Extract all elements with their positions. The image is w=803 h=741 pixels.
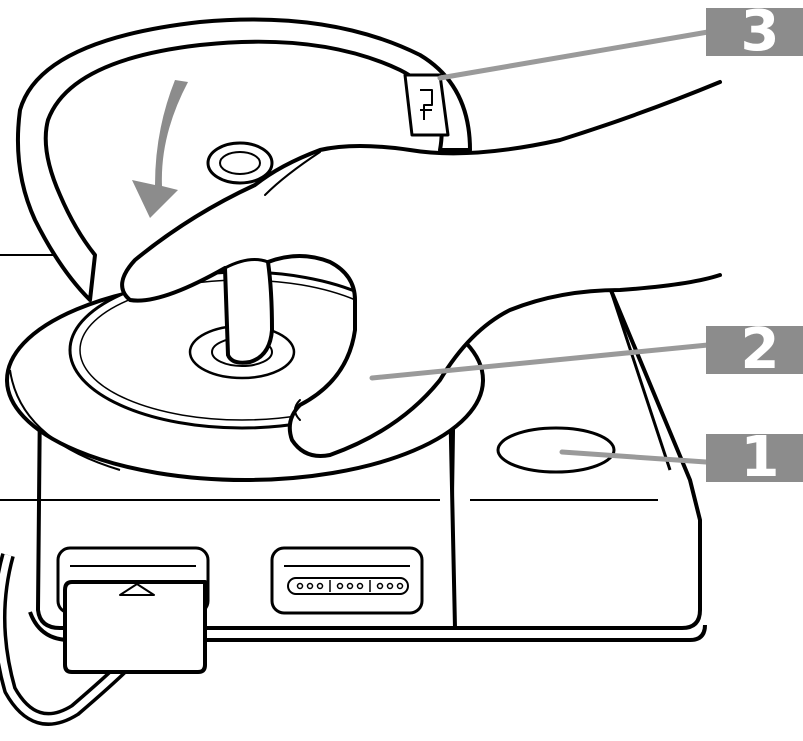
callout-3-label: 3 (741, 0, 780, 64)
leader-line-2 (369, 342, 711, 381)
callout-3-box (706, 8, 803, 56)
callout-1: 1 (706, 425, 803, 490)
leader-line-1 (559, 449, 709, 465)
callout-2: 2 (706, 317, 803, 382)
leader-line-3 (437, 29, 711, 81)
callout-2-label: 2 (741, 317, 780, 382)
callout-1-box (706, 434, 803, 482)
reset-button (496, 426, 616, 474)
leader-lines (369, 29, 711, 465)
hand-illustration (120, 80, 722, 458)
callout-2-box (706, 326, 803, 374)
callout-3: 3 (706, 0, 803, 64)
disc-lid (15, 17, 472, 302)
memory-card-slot (270, 546, 424, 615)
insert-direction-arrow (132, 80, 188, 218)
callout-1-label: 1 (741, 425, 780, 490)
controller-plug (0, 553, 207, 726)
